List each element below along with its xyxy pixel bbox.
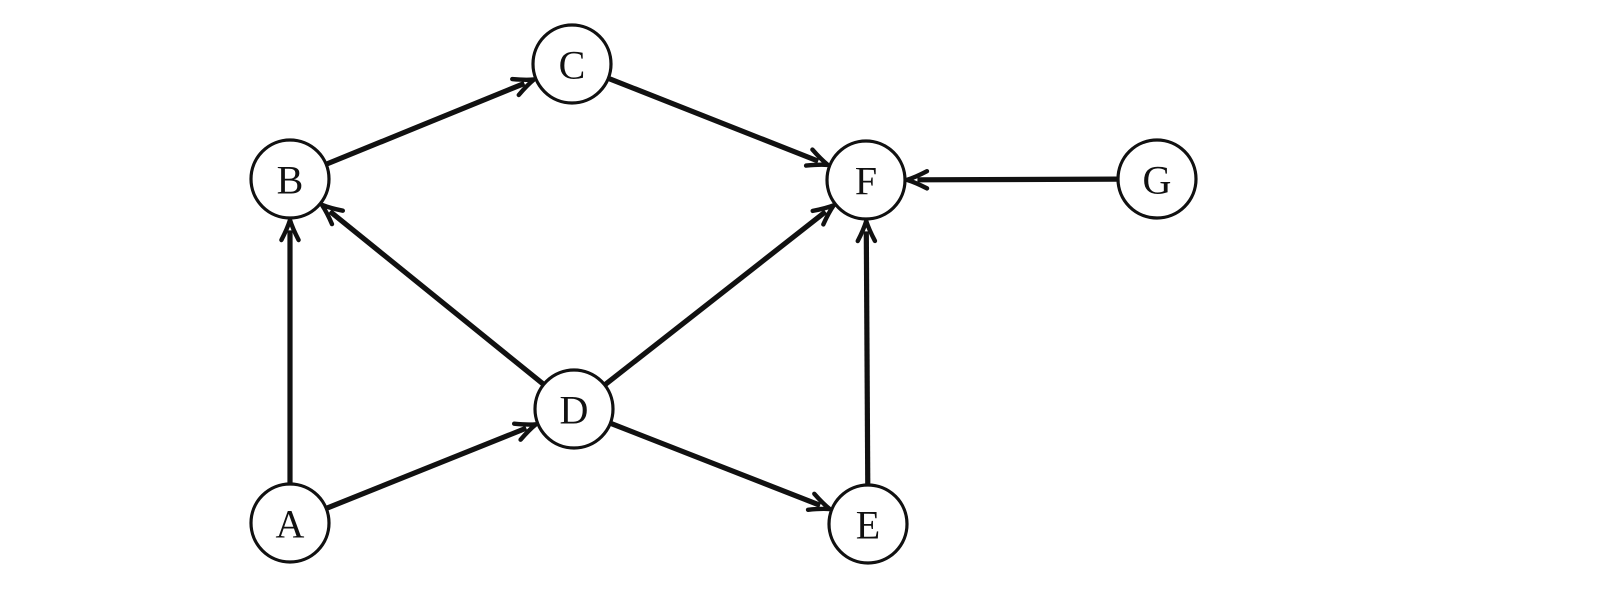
arrowhead [904, 168, 930, 191]
edge-line [326, 81, 526, 167]
edge-line [603, 209, 828, 387]
edge-line [610, 421, 822, 508]
edge-d-to-f [603, 203, 836, 387]
graph-node-f[interactable]: F [825, 139, 907, 221]
edge-line [608, 76, 820, 164]
node-circle[interactable] [531, 23, 613, 105]
arrowhead [279, 217, 301, 243]
node-circle[interactable] [827, 483, 909, 565]
graph-node-g[interactable]: G [1116, 138, 1198, 220]
edge-line [917, 176, 1118, 183]
edge-e-to-f [855, 218, 878, 485]
node-circle[interactable] [533, 368, 615, 450]
graph-node-b[interactable]: B [249, 138, 331, 220]
arrowhead [855, 218, 878, 244]
edge-a-to-d [326, 421, 539, 511]
arrowhead [510, 76, 537, 98]
graph-node-c[interactable]: C [531, 23, 613, 105]
node-circle[interactable] [1116, 138, 1198, 220]
arrowhead [803, 147, 831, 168]
edge-g-to-f [904, 168, 1118, 191]
edge-c-to-f [608, 76, 831, 168]
edge-line [326, 425, 528, 511]
edge-line [328, 209, 545, 386]
edge-d-to-e [610, 421, 833, 512]
edge-a-to-b [279, 217, 301, 483]
edges-layer [279, 76, 1118, 512]
node-circle[interactable] [249, 482, 331, 564]
graph-node-e[interactable]: E [827, 483, 909, 565]
arrowhead [805, 491, 833, 512]
edge-line [863, 231, 871, 485]
arrowhead [511, 421, 539, 442]
graph-node-a[interactable]: A [249, 482, 331, 564]
edge-b-to-c [326, 76, 537, 167]
arrowhead [319, 202, 346, 227]
node-circle[interactable] [249, 138, 331, 220]
arrowhead [810, 203, 836, 227]
node-circle[interactable] [825, 139, 907, 221]
graph-node-d[interactable]: D [533, 368, 615, 450]
edge-d-to-b [319, 202, 545, 386]
